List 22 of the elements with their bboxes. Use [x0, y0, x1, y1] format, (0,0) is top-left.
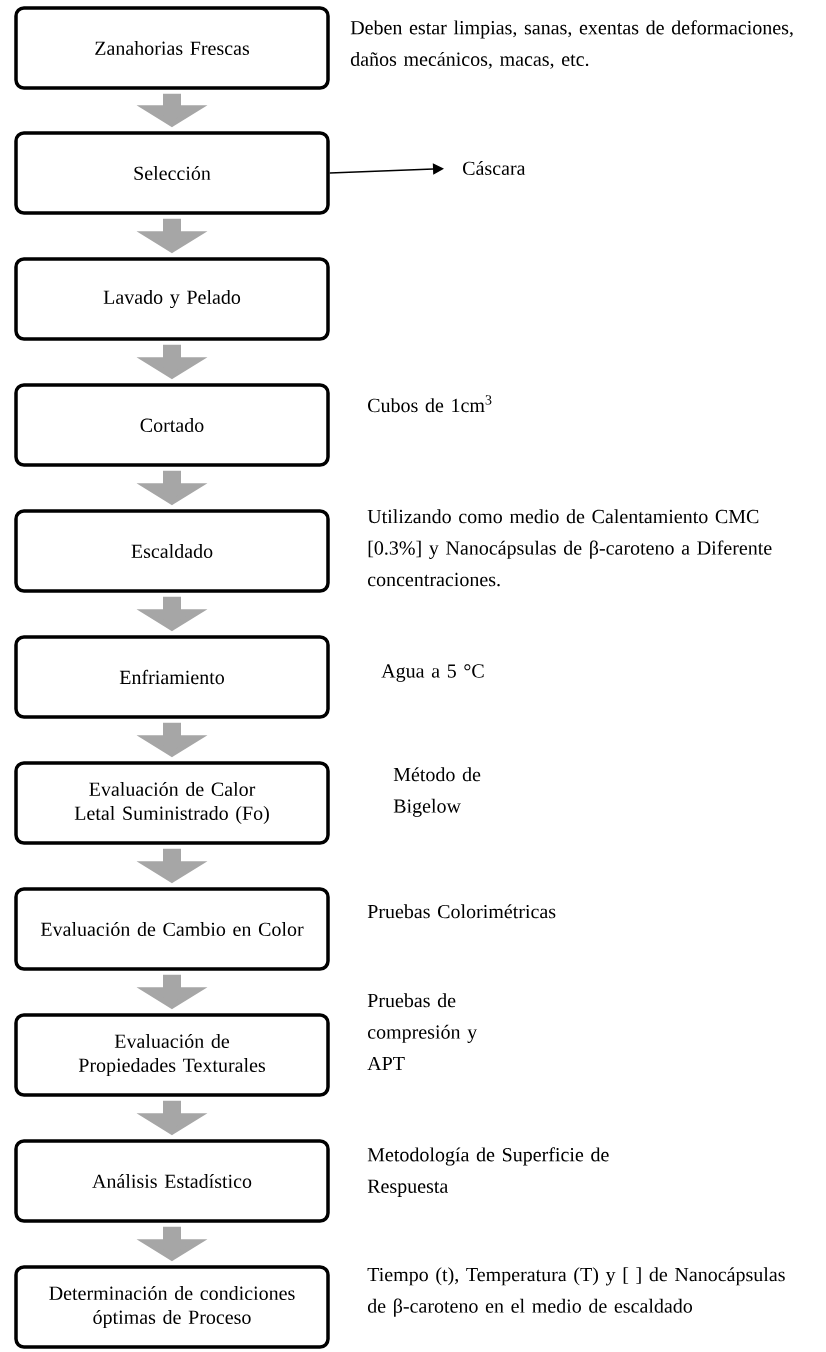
- note-text: Agua a 5 °C: [381, 664, 484, 682]
- process-box: Lavado y Pelado: [14, 257, 330, 341]
- process-box: Escaldado: [14, 509, 330, 593]
- note-text: Deben estar limpias, sanas, exentas de deformaciones, daños mecánicos, macas, etc.: [350, 20, 793, 69]
- process-box: Evaluación de Calor Letal Suministrado (Fo): [14, 761, 330, 845]
- process-box: Zanahorias Frescas: [14, 6, 330, 90]
- note-text: Pruebas de compresión y APT: [367, 993, 478, 1071]
- note-text: Utilizando como medio de Calentamiento CMC [0.3%] y Nanocápsulas de β-caroteno a Diferente concentraciones.: [367, 509, 772, 587]
- process-box: Análisis Estadístico: [14, 1139, 330, 1223]
- arrow: [329, 163, 444, 175]
- process-box: Evaluación de Propiedades Texturales: [14, 1013, 330, 1097]
- process-box: Selección: [14, 131, 330, 215]
- note-text: Cubos de 1cm$^{3}$: [368, 395, 492, 413]
- note-text: Pruebas Colorimétricas: [367, 904, 556, 919]
- output-label: Cáscara: [463, 160, 526, 176]
- process-box: Enfriamiento: [14, 635, 330, 719]
- note-text: Método de Bigelow: [393, 767, 481, 817]
- process-box: Determinación de condiciones óptimas de Proceso: [14, 1265, 330, 1349]
- process-box: Evaluación de Cambio en Color: [14, 887, 330, 971]
- note-text: Metodología de Superficie de Respuesta: [367, 1147, 609, 1198]
- note-text: Tiempo (t), Temperatura (T) y [ ] de Nanocápsulas de β-caroteno en el medio de escaldado: [367, 1267, 785, 1317]
- process-box: Cortado: [14, 383, 330, 467]
